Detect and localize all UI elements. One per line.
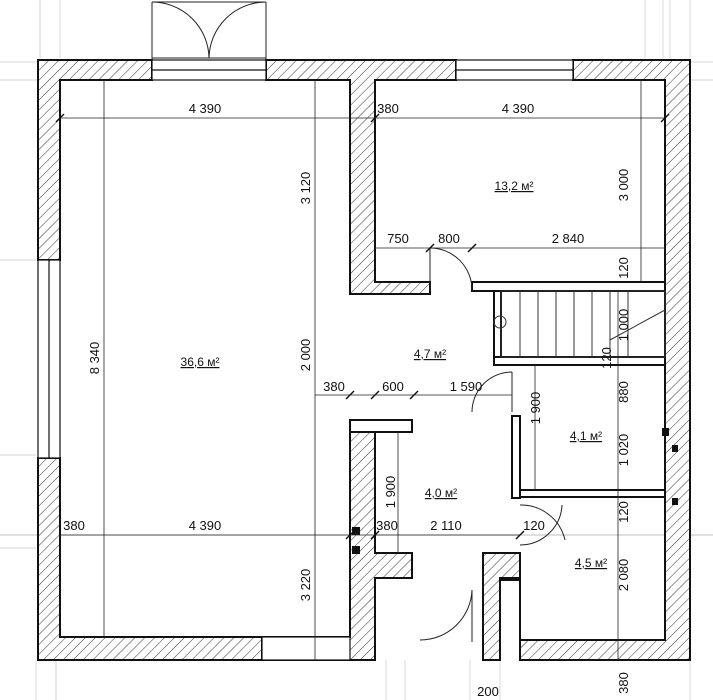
dim-vest-1900: 1 900 xyxy=(383,476,398,509)
wall-top-middle xyxy=(265,59,457,295)
top-window-right xyxy=(455,59,574,81)
partition-bath-top xyxy=(493,356,666,366)
bottom-window-left xyxy=(261,636,351,661)
wall-left-lower xyxy=(37,419,413,661)
left-window xyxy=(37,259,61,459)
area-bathroom: 4,1 м² xyxy=(570,429,602,443)
dim-top-right-width: 4 390 xyxy=(502,101,535,116)
area-wc: 4,5 м² xyxy=(575,556,607,570)
area-vestibule: 4,0 м² xyxy=(425,486,457,500)
partition-bath-left xyxy=(511,415,521,499)
wall-bottom-right-stub xyxy=(482,552,521,661)
area-hall: 4,7 м² xyxy=(414,347,446,361)
area-living-room: 36,6 м² xyxy=(181,355,220,369)
dim-1000: 1 000 xyxy=(616,309,631,342)
dim-120-a: 120 xyxy=(616,257,631,279)
dim-bottom-120: 120 xyxy=(523,518,545,533)
dim-120-b: 120 xyxy=(599,347,614,369)
dim-2080: 2 080 xyxy=(616,559,631,592)
dim-hall-380: 380 xyxy=(323,379,345,394)
dim-bottom-mid-380: 380 xyxy=(376,518,398,533)
dim-left-upper-height: 3 120 xyxy=(298,172,313,205)
room-area-labels: 36,6 м² 13,2 м² 4,7 м² 4,1 м² 4,0 м² 4,5… xyxy=(181,179,608,570)
dim-top-wall: 380 xyxy=(377,101,399,116)
top-double-door xyxy=(151,1,267,60)
partition-bedroom xyxy=(471,281,666,292)
dim-2110: 2 110 xyxy=(430,518,462,533)
dim-top-left-width: 4 390 xyxy=(189,101,222,116)
dim-1020: 1 020 xyxy=(616,434,631,467)
partition-stair-left xyxy=(493,290,502,358)
dim-bedroom-height: 3 000 xyxy=(616,169,631,202)
dimension-ticks xyxy=(55,113,670,540)
dim-120-c: 120 xyxy=(616,501,631,523)
dim-3220: 3 220 xyxy=(298,569,313,602)
dim-1590: 1 590 xyxy=(450,379,483,394)
dim-2840: 2 840 xyxy=(552,231,585,246)
vent-boxes xyxy=(352,428,678,554)
area-bedroom: 13,2 м² xyxy=(495,179,534,193)
dimension-labels: 4 390 380 4 390 3 000 3 120 750 800 2 84… xyxy=(63,101,631,699)
dim-750: 750 xyxy=(387,231,409,246)
dim-8340: 8 340 xyxy=(87,342,102,375)
dim-800: 800 xyxy=(438,231,460,246)
dim-2000: 2 000 xyxy=(298,339,313,372)
dim-bottom-left-380: 380 xyxy=(63,518,85,533)
dim-bottom-left-4390: 4 390 xyxy=(189,518,222,533)
partition-bath-bottom xyxy=(519,489,666,498)
dim-corridor-1900: 1 900 xyxy=(528,392,543,425)
top-window-left xyxy=(151,59,267,81)
partition-vest-top xyxy=(349,419,413,433)
wall-top-left xyxy=(37,59,153,261)
staircase xyxy=(493,290,666,358)
interior-doors xyxy=(419,247,566,642)
dim-bottom-380-v: 380 xyxy=(616,672,631,694)
dim-600: 600 xyxy=(382,379,404,394)
dim-bottom-200: 200 xyxy=(477,684,499,699)
dim-880: 880 xyxy=(616,381,631,403)
